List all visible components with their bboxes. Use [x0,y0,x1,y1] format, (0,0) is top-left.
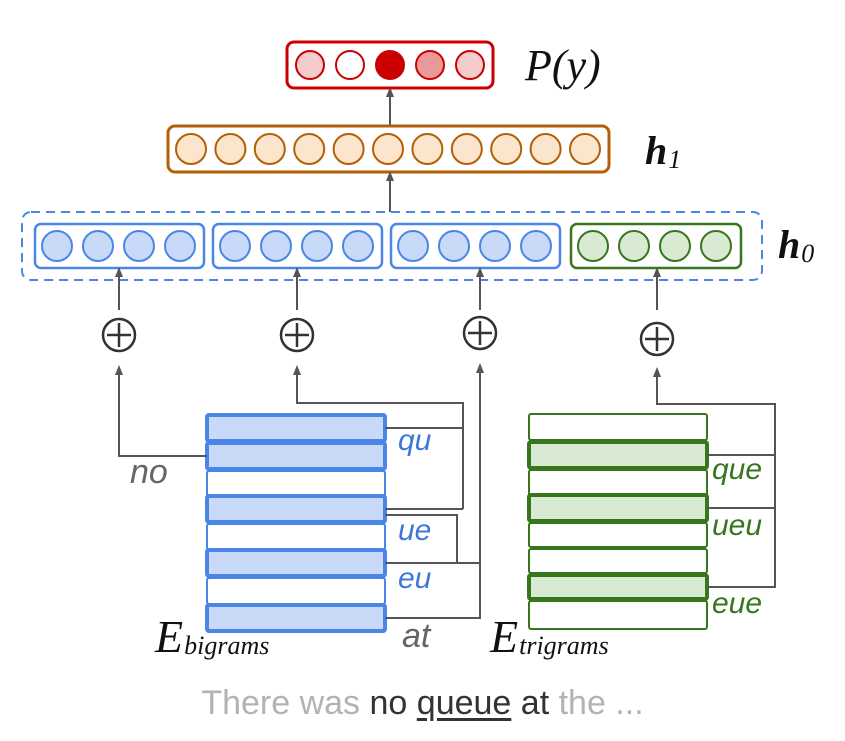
output-unit [455,50,485,80]
h1-unit [529,133,562,165]
bigram-row [206,577,386,605]
sentence-word-at: at [520,684,550,722]
bigram-row [205,494,387,524]
sentence-target-word: queue [416,684,512,722]
bigram-row [205,603,387,633]
h0-unit [301,230,333,262]
h1-unit [214,133,247,165]
sentence-space [407,684,416,722]
h0-dashed-box [21,211,763,281]
ngram-label-ueu: ueu [712,509,762,542]
trigram-row [527,440,709,470]
trigram-row [528,413,708,441]
h0-unit [479,230,511,262]
sum-node [462,315,498,351]
h0-unit [164,230,196,262]
connector-que [653,367,776,456]
trigram-row [528,548,708,574]
h0-unit [618,230,650,262]
h1-unit [372,133,404,165]
sentence-space [511,684,520,722]
h0-unit [438,230,470,262]
h1-unit [175,133,207,165]
sentence-context-after: the ... [549,684,644,722]
connector-no [115,365,207,457]
h1-unit [332,133,365,165]
h1-unit [569,133,601,165]
trigram-row [528,522,708,548]
h0-unit [82,230,114,262]
bigram-embedding-table [205,413,387,633]
e-trigrams-label: Etrigrams [489,611,609,662]
hidden-layer-h0 [21,211,763,281]
ngram-label-eu: eu [398,562,432,595]
h0-unit [219,230,251,262]
h0-unit [700,230,732,262]
bigram-row [205,441,387,471]
sentence-context-before: There was [201,684,370,722]
bigram-row [205,548,387,578]
trigram-embedding-table [527,413,709,630]
h0-unit [260,230,292,262]
output-unit [295,50,325,80]
trigram-row [527,573,709,601]
ngram-label-qu: qu [398,424,432,457]
output-layer [285,40,495,90]
h1-unit [450,133,483,165]
h1-unit [293,133,326,165]
h0-unit [520,230,552,262]
h1-unit [411,133,444,165]
h1-unit [490,133,523,165]
trigram-row [528,469,708,497]
output-unit [415,50,445,80]
trigram-row [528,600,708,630]
hidden-layer-h1 [166,124,611,174]
connector-qu [293,365,464,429]
bigram-row [206,523,386,551]
ngram-label-at: at [402,617,432,655]
h0-unit [577,230,609,262]
connector-eu [385,514,458,564]
bigram-row [206,470,386,498]
h0-unit [123,230,155,262]
h0-segment-bigram-3 [389,222,562,270]
output-label: P(y) [524,41,601,90]
trigram-row [527,493,709,523]
ngram-label-eue: eue [712,587,762,620]
sentence-word-no: no [369,684,408,722]
ngram-label-no: no [130,453,168,491]
sum-node [101,317,137,353]
output-unit-active [375,50,405,80]
h1-label: h1 [645,128,681,174]
h0-unit [342,230,374,262]
connector-eue [707,508,776,588]
ngram-label-ue: ue [398,514,431,547]
sum-node [639,321,675,357]
h0-unit [41,230,73,262]
h0-unit [397,230,429,262]
e-bigrams-label: Ebigrams [154,611,269,662]
h0-unit [659,230,691,262]
h0-label: h0 [778,222,814,268]
sum-node [279,317,315,353]
h1-unit [253,133,286,165]
connector-at [385,363,484,619]
output-unit [335,50,365,80]
ngram-label-que: que [712,453,762,486]
example-sentence: There was no queue at the ... [0,684,845,723]
bigram-row [205,413,387,443]
